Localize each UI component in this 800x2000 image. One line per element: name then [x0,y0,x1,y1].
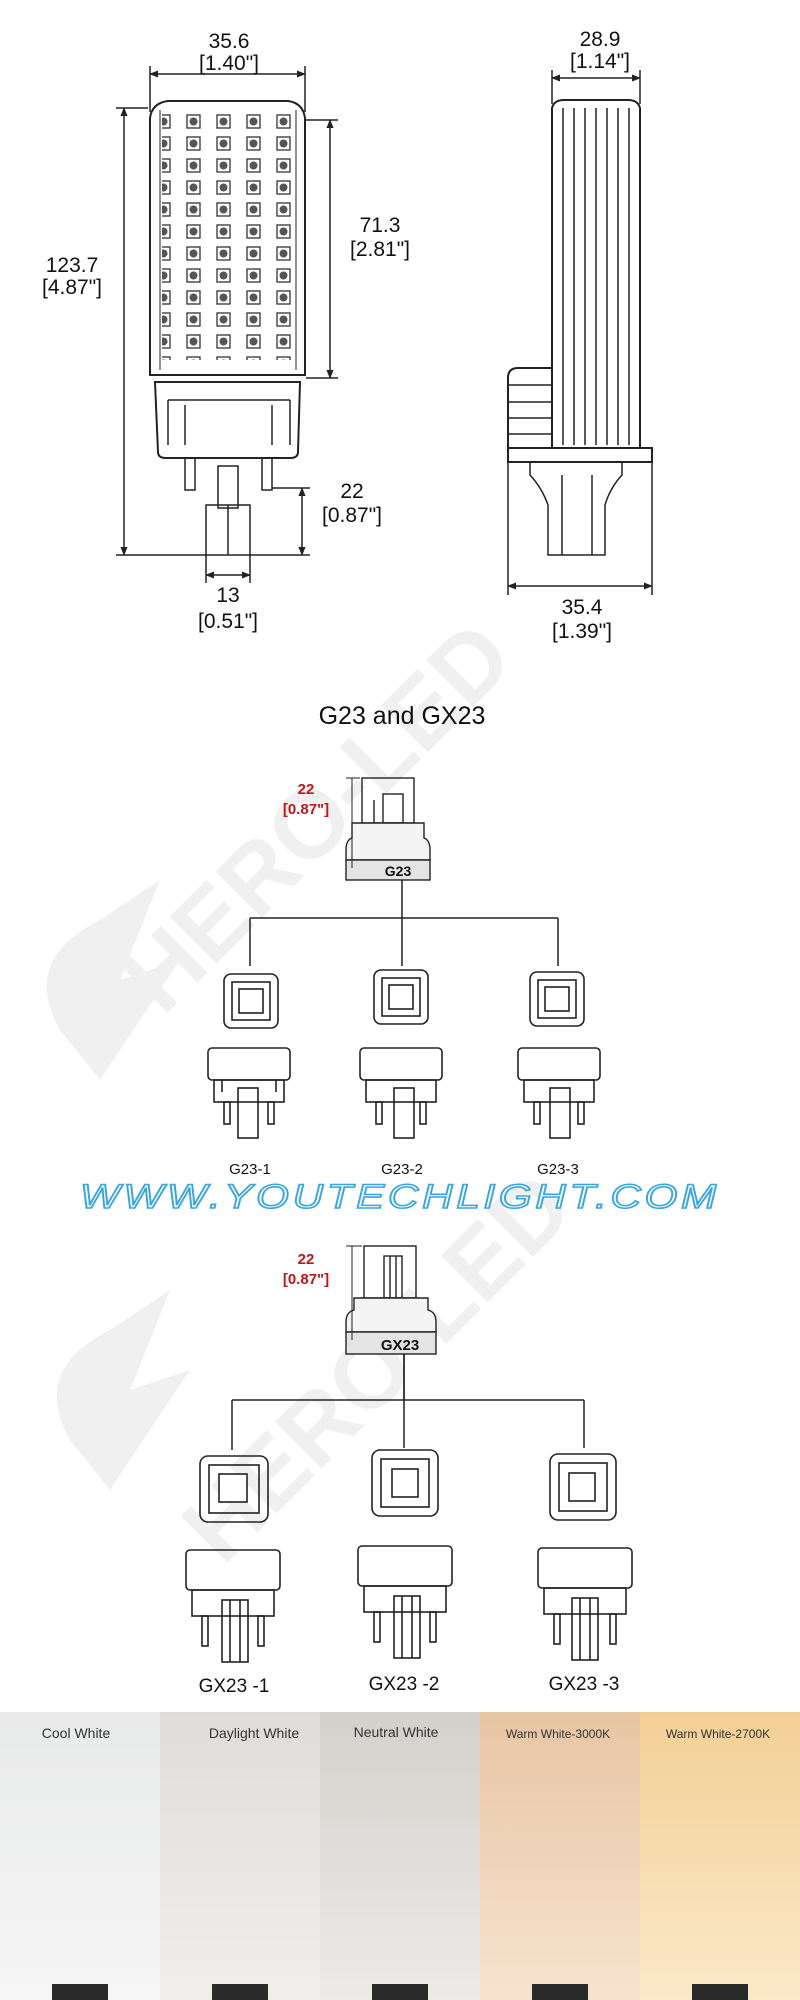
g23-dim-in: [0.87"] [283,801,329,818]
color-temp-labels: Cool White Daylight White Neutral White … [42,1724,770,1741]
color-temp-label: Warm White-3000K [506,1727,610,1741]
front-led-mm: 71.3 [360,214,401,237]
gx23-socket-views [199,1449,617,1523]
color-swatch-neutral-white [320,1712,480,2000]
g23-pin-views [207,1047,601,1139]
color-swatch-daylight-white [160,1712,320,2000]
gx23-dim-in: [0.87"] [283,1271,329,1288]
side-width-mm: 28.9 [580,28,621,51]
g23-variant-labels: G23-1 G23-2 G23-3 [229,1161,579,1178]
lamp-icon [532,1984,588,2000]
g23-base-drawing [345,777,431,881]
g23-socket-views [223,969,585,1029]
g23-variant-label: G23-1 [229,1161,271,1178]
side-depth-mm: 35.4 [562,596,603,619]
front-view-labels: 35.6 [1.40"] 123.7 [4.87"] 71.3 [2.81"] … [42,30,410,633]
gx23-variant-label: GX23 -3 [549,1674,620,1695]
gx23-dim-mm: 22 [298,1251,315,1268]
watermark-logo-icon [46,880,181,1080]
color-temp-label: Warm White-2700K [666,1727,770,1741]
gx23-tree-lines [231,1354,585,1450]
gx23-base-label: GX23 [381,1337,419,1354]
g23-dimension-label: 22 [0.87"] [283,781,329,818]
front-height-in: [4.87"] [42,276,102,299]
front-pin-in: [0.87"] [322,504,382,527]
color-temp-label: Daylight White [209,1725,299,1741]
front-width-in: [1.40"] [199,52,259,75]
g23-variant-label: G23-3 [537,1161,579,1178]
side-view-labels: 28.9 [1.14"] 35.4 [1.39"] [552,28,630,643]
watermark-text: HERO-LED [162,1152,592,1582]
side-view-drawing [507,70,653,595]
watermark-logo-icon [56,1290,191,1490]
front-view-drawing [116,66,338,583]
color-temp-strip [0,1712,800,2000]
front-height-mm: 123.7 [46,254,99,277]
color-temp-label: Cool White [42,1725,111,1741]
front-width-mm: 35.6 [209,30,250,53]
lamp-icon [692,1984,748,2000]
gx23-base-drawing [345,1245,437,1355]
front-pin-mm: 22 [340,480,363,503]
g23-tree-lines [249,880,559,966]
g23-variant-label: G23-2 [381,1161,423,1178]
g23-dim-mm: 22 [298,781,315,798]
color-temp-label: Neutral White [354,1724,439,1740]
watermark-group: HERO-LED HERO-LED [46,602,592,1582]
front-pin-width-mm: 13 [216,584,239,607]
lamp-icon [52,1984,108,2000]
gx23-dimension-label: 22 [0.87"] [283,1251,329,1288]
color-swatch-warm-white-3000k [480,1712,640,2000]
gx23-variant-label: GX23 -2 [369,1674,440,1695]
color-swatch-cool-white [0,1712,160,2000]
lamp-icon [372,1984,428,2000]
front-led-in: [2.81"] [350,238,410,261]
side-width-in: [1.14"] [570,50,630,73]
gx23-pin-views [185,1545,633,1663]
website-url[interactable]: WWW.YOUTECHLIGHT.COM [79,1177,720,1217]
gx23-variant-label: GX23 -1 [199,1676,270,1697]
section-title: G23 and GX23 [319,702,486,730]
front-pin-width-in: [0.51"] [198,610,258,633]
gx23-variant-labels: GX23 -1 GX23 -2 GX23 -3 [199,1674,620,1697]
color-swatch-warm-white-2700k [640,1712,800,2000]
g23-base-label: G23 [385,863,412,879]
lamp-icon [212,1984,268,2000]
side-depth-in: [1.39"] [552,620,612,643]
